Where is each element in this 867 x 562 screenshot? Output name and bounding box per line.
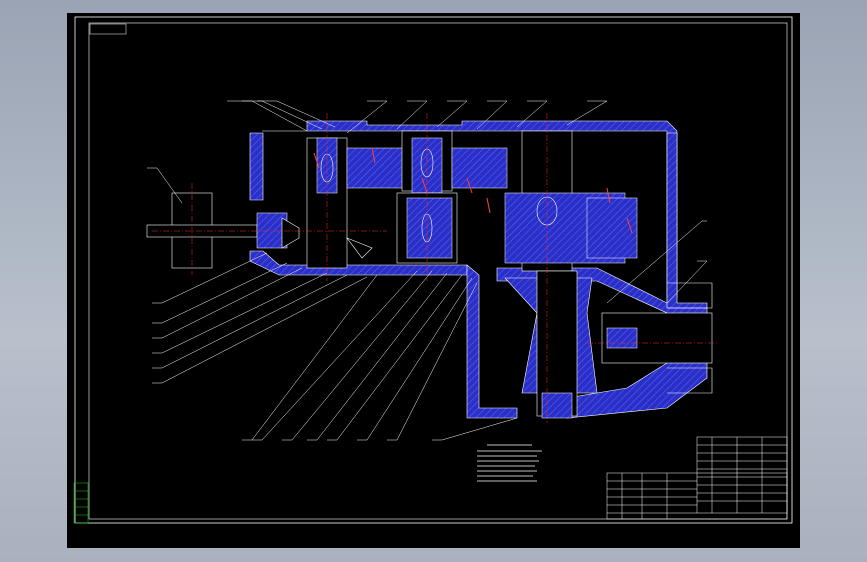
technical-notes — [477, 444, 542, 482]
gear-train — [306, 130, 638, 272]
cad-drawing-canvas — [73, 16, 793, 524]
centerlines — [152, 113, 717, 423]
bevel-gear-icon — [281, 217, 300, 249]
cad-viewport[interactable] — [67, 13, 800, 548]
output-shaft — [536, 270, 713, 419]
sheet-frame — [74, 16, 793, 524]
revision-block — [73, 482, 89, 524]
title-block — [606, 436, 788, 520]
leader-lines — [147, 100, 708, 441]
section-marks — [313, 147, 633, 234]
